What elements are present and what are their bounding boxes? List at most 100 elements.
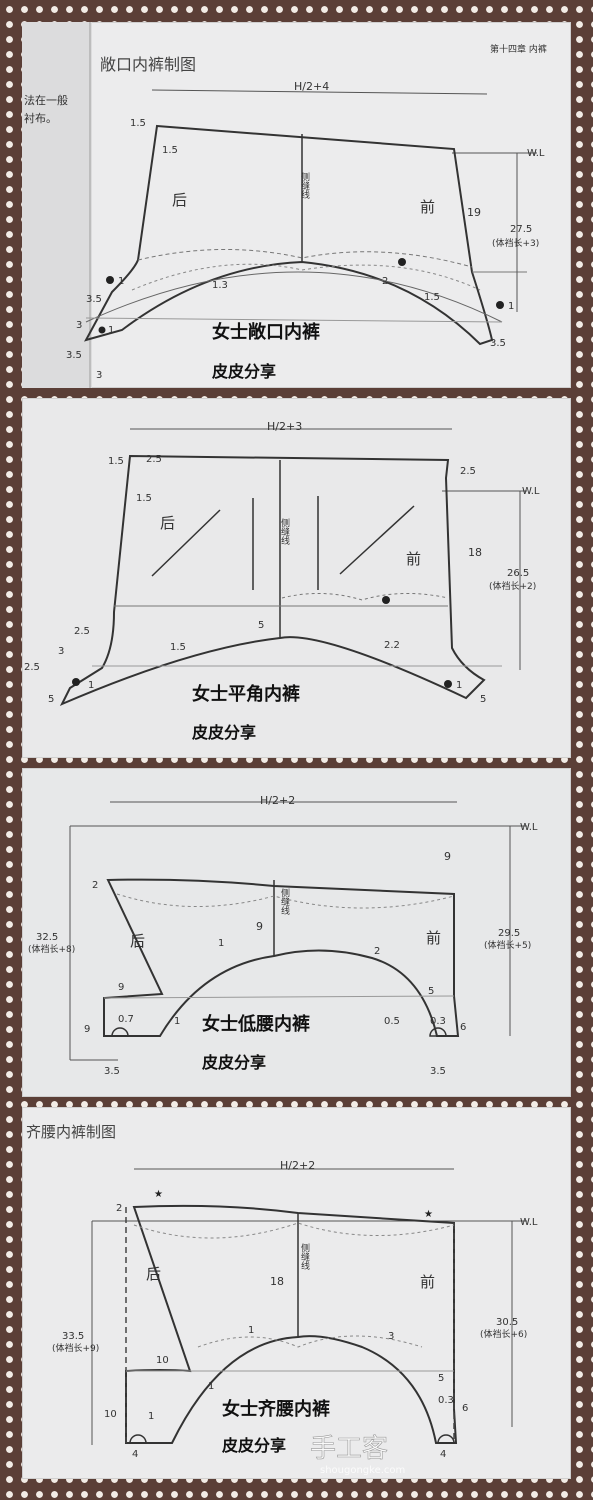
star-mark-back: ★ (154, 1189, 163, 1200)
panel-lowrise-briefs: H/2+2 W.L 后 前 侧缝线 2 9 9 32.5 (体裆长+8) 29.… (22, 768, 571, 1097)
wl-label: W.L (520, 1217, 538, 1228)
watermark-url: shougongke.com (320, 1465, 405, 1476)
notch-dot-back (72, 678, 80, 686)
grain-arrow-4 (339, 505, 415, 575)
grain-arrow-1 (151, 509, 221, 577)
dim-g: 1.3 (212, 280, 228, 291)
caption-credit: 皮皮分享 (221, 1436, 286, 1455)
back-label: 后 (160, 514, 175, 532)
dim-n: 5 (48, 694, 54, 705)
caption-title: 女士平角内裤 (192, 683, 300, 705)
width-dimension-line (151, 89, 488, 95)
dim-d: (体裆长+9) (52, 1342, 99, 1354)
notch-dot-hem (444, 680, 452, 688)
dim-h: 5 (258, 620, 264, 631)
dim-l: 3 (58, 646, 64, 657)
dim-j: 9 (118, 982, 124, 993)
dim-n: 0.5 (384, 1016, 400, 1027)
dim-q: 3.5 (104, 1066, 120, 1077)
page-header: 第十四章 内裤 (490, 43, 547, 55)
dim-i: 10 (156, 1355, 169, 1366)
dim-b: 18 (270, 1275, 284, 1288)
wl-label: W.L (522, 486, 540, 497)
pattern-outline (125, 1204, 458, 1444)
dim-q: 5 (480, 694, 486, 705)
dim-m: 5 (438, 1373, 444, 1384)
dim-h: 2 (382, 276, 388, 287)
dim-b: 1.5 (162, 145, 178, 156)
dashed-guide-2 (197, 1335, 423, 1348)
caption-credit: 皮皮分享 (211, 362, 276, 381)
dim-e: 18 (468, 546, 482, 559)
dim-n: 3 (96, 370, 102, 381)
leg-mark-left (111, 1027, 129, 1037)
dim-c: 33.5 (62, 1331, 84, 1342)
dim-a: 1.5 (108, 456, 124, 467)
dim-f: 29.5 (498, 928, 520, 939)
front-label: 前 (420, 198, 435, 216)
dim-l: 1 (174, 1016, 180, 1027)
dim-k: 2.5 (74, 626, 90, 637)
back-label: 后 (146, 1265, 161, 1283)
dim-d: 32.5 (36, 932, 58, 943)
dim-h: 1 (218, 938, 224, 949)
wl-label: W.L (520, 822, 538, 833)
caption-credit: 皮皮分享 (201, 1053, 266, 1072)
dim-e: (体裆长+8) (28, 943, 75, 955)
book-spine-shade (22, 22, 92, 388)
dim-k: 0.7 (118, 1014, 134, 1025)
panel-fullrise-briefs: 齐腰内裤制图 H/2+2 W.L ★ ★ 后 前 侧缝线 2 18 33.5 (… (22, 1107, 571, 1479)
back-label: 后 (130, 932, 145, 950)
leg-guide (103, 995, 455, 999)
leg-mark-left (129, 1434, 147, 1444)
pattern-diagram-2: H/2+3 W.L 后 前 侧缝线 1.5 2.5 1.5 2.5 18 26.… (24, 420, 540, 742)
dim-m: 5 (428, 986, 434, 997)
width-formula: H/2+2 (280, 1159, 315, 1172)
dim-m: 2.5 (24, 662, 40, 673)
dim-l: 3 (76, 320, 82, 331)
side-seam-label: 侧缝线 (299, 1242, 310, 1270)
dim-j: 1 (208, 1381, 214, 1392)
dim-e: 30.5 (496, 1317, 518, 1328)
dim-g: 1 (248, 1325, 254, 1336)
dim-p: 4 (132, 1449, 138, 1460)
caption-title: 女士齐腰内裤 (222, 1398, 330, 1420)
dim-j: 2.2 (384, 640, 400, 651)
dim-f: 26.5 (507, 568, 529, 579)
pattern-diagram-4: 齐腰内裤制图 H/2+2 W.L ★ ★ 后 前 侧缝线 2 18 33.5 (… (26, 1123, 538, 1476)
dim-d: 27.5 (510, 224, 532, 235)
notch-dot-back (106, 276, 114, 284)
pattern-outline (83, 124, 494, 346)
dim-p: 1 (456, 680, 462, 691)
notch-dot-hem (496, 301, 504, 309)
caption-credit: 皮皮分享 (191, 723, 256, 742)
dim-c: 19 (467, 206, 481, 219)
dim-c: 9 (256, 920, 263, 933)
dashed-guide (281, 593, 449, 601)
width-formula: H/2+4 (294, 80, 329, 93)
dim-o: 0.3 (430, 1016, 446, 1027)
front-label: 前 (420, 1273, 435, 1291)
dim-i: 1.5 (170, 642, 186, 653)
dim-e: (体裆长+3) (492, 237, 539, 249)
wl-label: W.L (527, 148, 545, 159)
caption-title: 女士敞口内裤 (212, 321, 320, 343)
dashed-guide (116, 893, 455, 909)
side-seam-label: 侧缝线 (279, 887, 290, 915)
dashed-guide (137, 248, 473, 268)
dim-c: 1.5 (136, 493, 152, 504)
dim-k: 3.5 (86, 294, 102, 305)
leg-mark-right (437, 1434, 455, 1444)
pattern-diagram-3: H/2+2 W.L 后 前 侧缝线 2 9 9 32.5 (体裆长+8) 29.… (28, 794, 538, 1077)
page-title: 齐腰内裤制图 (26, 1123, 116, 1141)
dim-f: 1 (118, 276, 124, 287)
caption-title: 女士低腰内裤 (202, 1013, 310, 1035)
width-formula: H/2+2 (260, 794, 295, 807)
dim-o: 1 (108, 325, 114, 336)
front-label: 前 (406, 550, 421, 568)
dim-r: 3.5 (430, 1066, 446, 1077)
front-label: 前 (426, 929, 441, 947)
dim-a: 2 (116, 1203, 122, 1214)
dim-l: 1 (148, 1411, 154, 1422)
back-label: 后 (172, 191, 187, 209)
